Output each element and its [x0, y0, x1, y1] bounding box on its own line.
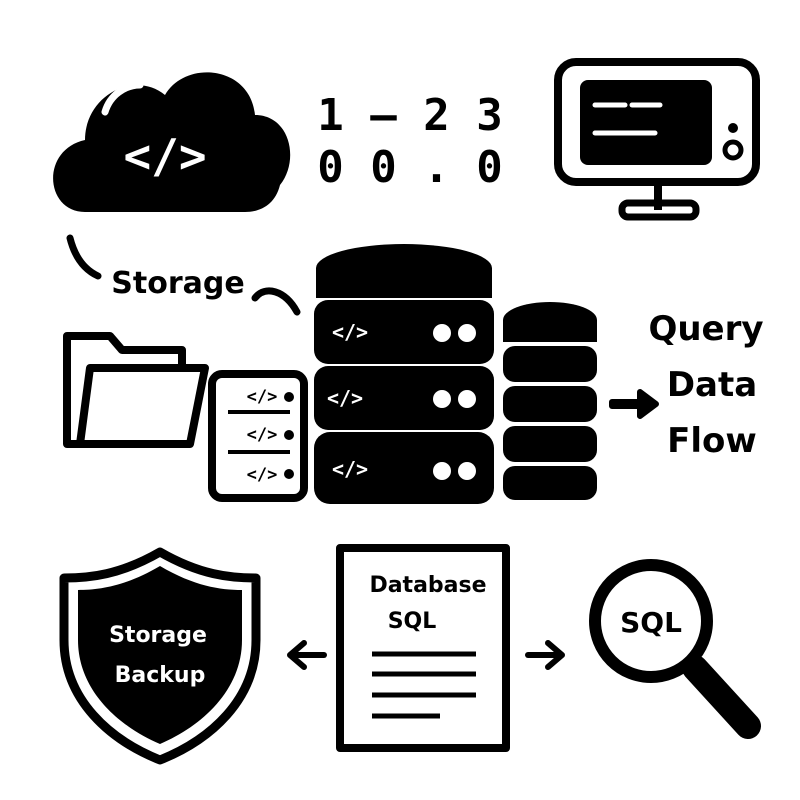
arrow-left-icon [287, 640, 327, 670]
numbers-row-2: 0 0 . 0 [317, 142, 502, 193]
storage-curve-left [66, 234, 102, 280]
panel-code-glyph-1: </> [247, 387, 278, 407]
code-panel-icon: </> </> </> [208, 370, 308, 502]
numbers-row-1: 1 – 2 3 [317, 90, 502, 141]
document-line-1: Database [369, 573, 486, 598]
database-cylinder-icon [503, 302, 597, 500]
cloud-icon: </> [53, 72, 291, 213]
arrow-right-small-icon [525, 640, 565, 670]
shield-icon: Storage Backup [59, 547, 261, 765]
storage-label: Storage [111, 266, 244, 301]
monitor-icon [554, 58, 760, 221]
server-stack-icon: </> </> </> [314, 244, 494, 504]
cloud-code-glyph: </> [123, 129, 206, 183]
magnifier-text: SQL [620, 606, 682, 639]
flow-label: Flow [667, 421, 757, 461]
shield-line-1: Storage [109, 623, 207, 648]
document-line-2: SQL [388, 609, 437, 634]
server-code-glyph-1: </> [332, 320, 368, 344]
server-code-glyph-2: </> [327, 386, 363, 410]
panel-code-glyph-3: </> [247, 465, 278, 485]
data-label: Data [667, 365, 757, 405]
server-code-glyph-3: </> [332, 457, 368, 481]
arrow-right-icon [609, 389, 659, 419]
shield-line-2: Backup [115, 663, 206, 688]
document-icon: Database SQL [336, 544, 510, 752]
panel-code-glyph-2: </> [247, 425, 278, 445]
folder-icon [63, 332, 209, 448]
storage-curve-right [251, 287, 301, 316]
magnifier-icon: SQL [589, 559, 761, 739]
query-label: Query [648, 309, 763, 349]
